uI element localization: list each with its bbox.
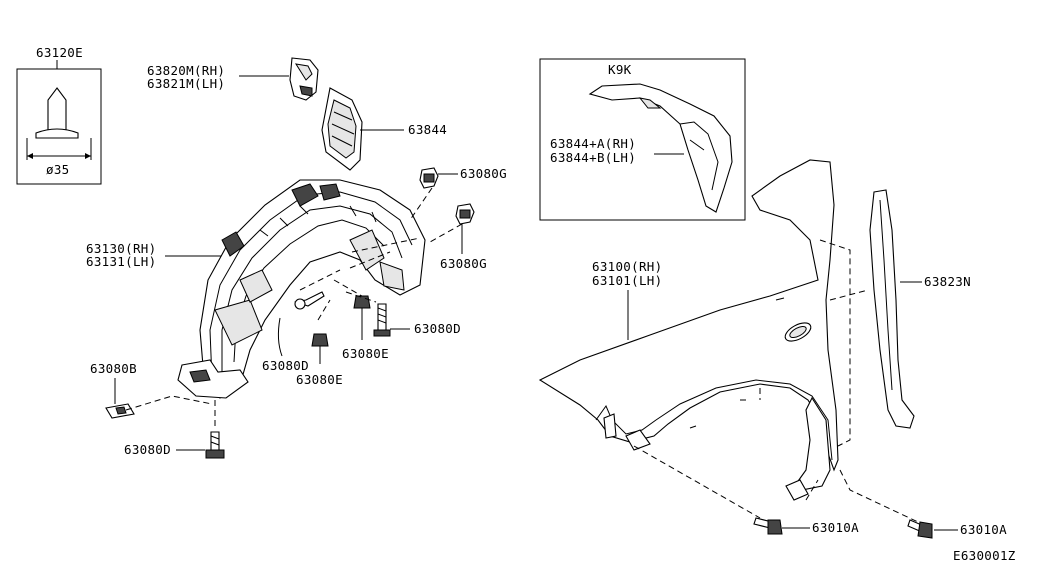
screw-d-bottom-shaft (210, 431, 220, 451)
label-63080d-right: 63080D (414, 321, 461, 336)
grommet-mid-group[interactable]: 63080G (440, 203, 487, 271)
label-63823n: 63823N (924, 274, 971, 289)
label-63821m-lh: 63821M(LH) (147, 76, 225, 91)
screw-d-center-leader (277, 317, 283, 357)
clip-head (35, 128, 79, 139)
label-63010a-2: 63010A (960, 522, 1007, 537)
inset-seal-part (588, 83, 733, 213)
nut-63080b-group[interactable]: 63080B (90, 361, 137, 419)
clip-stem (47, 87, 67, 133)
screw-63080d-right-group[interactable]: 63080D (373, 303, 461, 337)
label-63844: 63844 (408, 122, 447, 137)
side-seal-63823n-group[interactable]: 63823N (869, 189, 971, 429)
screw-63080d-bottom-group[interactable]: 63080D (124, 431, 225, 459)
screw-63080e-center-group[interactable]: 63080E (296, 333, 343, 387)
label-dia-35: ø35 (46, 162, 69, 177)
diagram-id: E630001Z (953, 548, 1016, 563)
label-63080b: 63080B (90, 361, 137, 376)
fender-panel (538, 159, 839, 472)
clip-box (16, 68, 102, 185)
label-63120e: 63120E (36, 45, 83, 60)
screw-e-center-part (311, 333, 329, 347)
label-63080d-center: 63080D (262, 358, 309, 373)
fender-63100-group[interactable]: 63100(RH) 63101(LH) (538, 159, 839, 501)
label-63844b-lh: 63844+B(LH) (550, 150, 636, 165)
bolt-63010a-2-group[interactable]: 63010A (907, 519, 1007, 539)
label-63080g-top: 63080G (460, 166, 507, 181)
bracket-63820m-group[interactable]: 63820M(RH) 63821M(LH) (147, 57, 319, 101)
liner-shell (199, 179, 426, 399)
screw-63080d-center-group[interactable]: 63080D (262, 291, 325, 373)
label-63080d-bottom: 63080D (124, 442, 171, 457)
clip-63120e-group[interactable]: 63120E ø35 (16, 45, 102, 185)
label-63080e-center: 63080E (296, 372, 343, 387)
label-63100-rh: 63100(RH) (592, 259, 662, 274)
label-63131-lh: 63131(LH) (86, 254, 156, 269)
label-63101-lh: 63101(LH) (592, 273, 662, 288)
screw-e-right-part (353, 295, 371, 309)
inset-box (539, 58, 746, 221)
assembly-lines-left (125, 187, 463, 430)
label-63130-rh: 63130(RH) (86, 241, 156, 256)
assembly-lines-right (633, 239, 919, 523)
label-k9k: K9K (608, 62, 632, 77)
label-63010a-1: 63010A (812, 520, 859, 535)
label-63080e-right: 63080E (342, 346, 389, 361)
inset-k9k-group[interactable]: K9K 63844+A(RH) 63844+B(LH) (539, 58, 746, 221)
side-seal-part (869, 189, 915, 429)
seal-63844-group[interactable]: 63844 (321, 87, 447, 171)
grommet-top-group[interactable]: 63080G (419, 166, 507, 189)
label-63844a-rh: 63844+A(RH) (550, 136, 636, 151)
label-63080g-mid: 63080G (440, 256, 487, 271)
bolt-63010a-1-group[interactable]: 63010A (753, 517, 859, 535)
label-63820m-rh: 63820M(RH) (147, 63, 225, 78)
liner-63130-group[interactable]: 63130(RH) 63131(LH) (86, 179, 426, 399)
